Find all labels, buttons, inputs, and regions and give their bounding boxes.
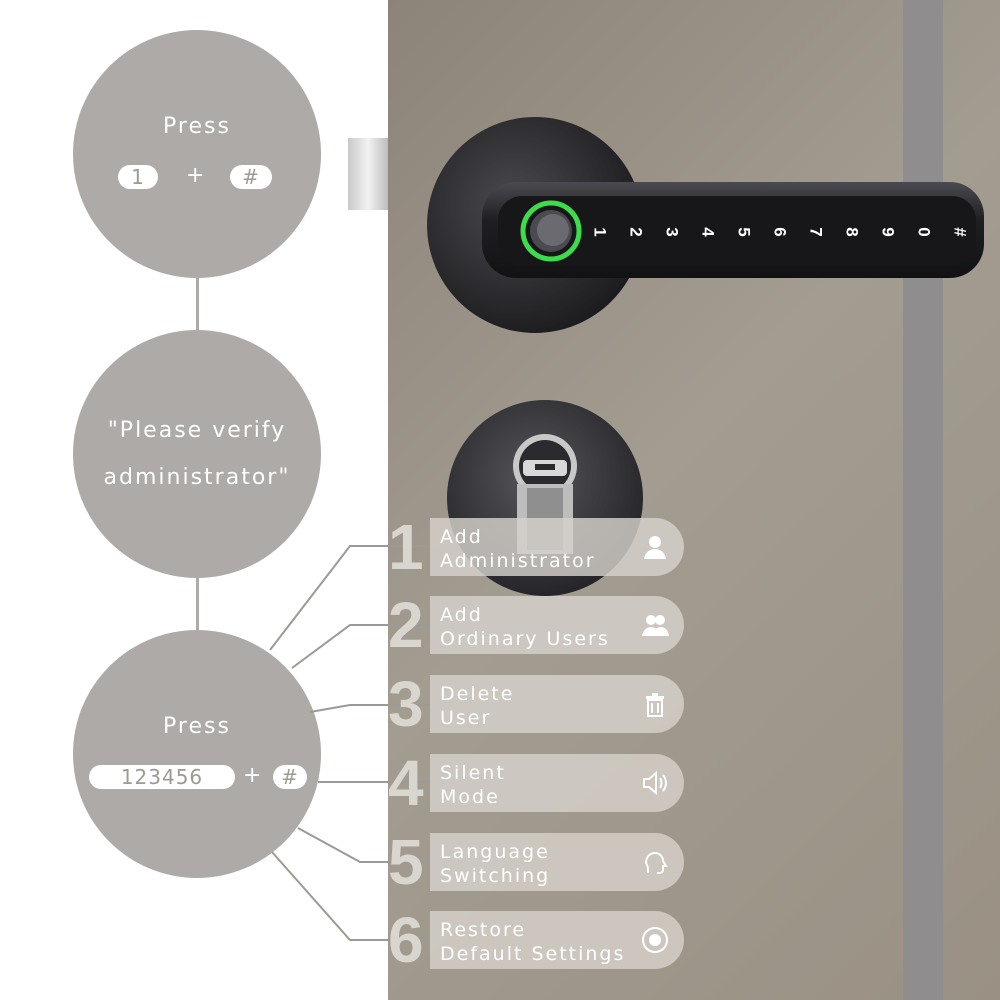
menu-item-number: 3 xyxy=(388,668,424,740)
door-frame xyxy=(903,0,943,1000)
keypad-key: 7 xyxy=(807,227,827,237)
menu-item xyxy=(430,754,684,812)
keypad-key: 4 xyxy=(698,227,718,237)
step1-press-text: Press xyxy=(163,114,231,139)
keypad-key: 2 xyxy=(626,227,646,237)
speaker-icon xyxy=(640,768,670,798)
step3-press-text: Press xyxy=(163,714,231,739)
step-verify-admin: "Please verify administrator" xyxy=(73,330,321,578)
menu-item-label-line1: Add xyxy=(440,604,483,626)
keypad-key: 8 xyxy=(843,227,863,237)
menu-item-number: 4 xyxy=(388,747,424,819)
menu-item xyxy=(430,911,684,969)
keypad-key: 5 xyxy=(734,227,754,237)
fingerprint-sensor-icon xyxy=(520,200,582,262)
plus-sign: + xyxy=(243,763,262,788)
keypad: 1 2 3 4 5 6 7 8 9 0 # xyxy=(591,214,970,250)
menu-item-label-line2: User xyxy=(440,707,492,729)
key-1-pill: 1 xyxy=(118,165,158,189)
keypad-key: 9 xyxy=(879,227,899,237)
menu-item-label-line2: Ordinary Users xyxy=(440,628,610,650)
verify-line-2: administrator" xyxy=(103,465,291,490)
menu-item-label-line1: Delete xyxy=(440,683,515,705)
smart-lock-handle xyxy=(427,117,984,333)
step-press-1-hash: Press 1 + # xyxy=(73,30,321,278)
key-hash-pill: # xyxy=(273,765,307,789)
menu-item-label-line1: Language xyxy=(440,841,550,863)
menu-item xyxy=(430,833,684,891)
menu-item xyxy=(430,518,684,576)
voice-icon xyxy=(640,847,670,877)
menu-item-number: 1 xyxy=(388,511,424,583)
keypad-key: # xyxy=(951,227,971,237)
key-hash-pill: # xyxy=(230,165,272,189)
menu-item-number: 5 xyxy=(388,826,424,898)
latch-plate xyxy=(348,138,388,210)
step-press-code: Press 123456 + # xyxy=(73,630,321,878)
trash-icon xyxy=(640,689,670,719)
menu-item-label-line2: Switching xyxy=(440,865,551,887)
menu-connectors xyxy=(269,545,440,941)
menu-item-number: 2 xyxy=(388,589,424,661)
menu-item-number: 6 xyxy=(388,904,424,976)
menu-item xyxy=(430,675,684,733)
menu-item-label-line1: Restore xyxy=(440,919,527,941)
user-icon xyxy=(640,532,670,562)
keypad-key: 3 xyxy=(662,227,682,237)
menu-item-label-line2: Administrator xyxy=(440,550,596,572)
menu-item xyxy=(430,596,684,654)
menu-item-label-line2: Mode xyxy=(440,786,500,808)
connector-line xyxy=(196,278,199,330)
plus-sign: + xyxy=(186,163,205,188)
menu-item-label-line1: Silent xyxy=(440,762,506,784)
users-icon xyxy=(640,610,670,640)
keypad-key: 1 xyxy=(590,227,610,237)
reset-icon xyxy=(640,925,670,955)
verify-line-1: "Please verify xyxy=(107,418,287,443)
keypad-key: 6 xyxy=(770,227,790,237)
code-pill: 123456 xyxy=(89,765,235,789)
menu-item-label-line1: Add xyxy=(440,526,483,548)
keypad-key: 0 xyxy=(915,227,935,237)
menu-item-label-line2: Default Settings xyxy=(440,943,626,965)
connector-line xyxy=(196,578,199,630)
